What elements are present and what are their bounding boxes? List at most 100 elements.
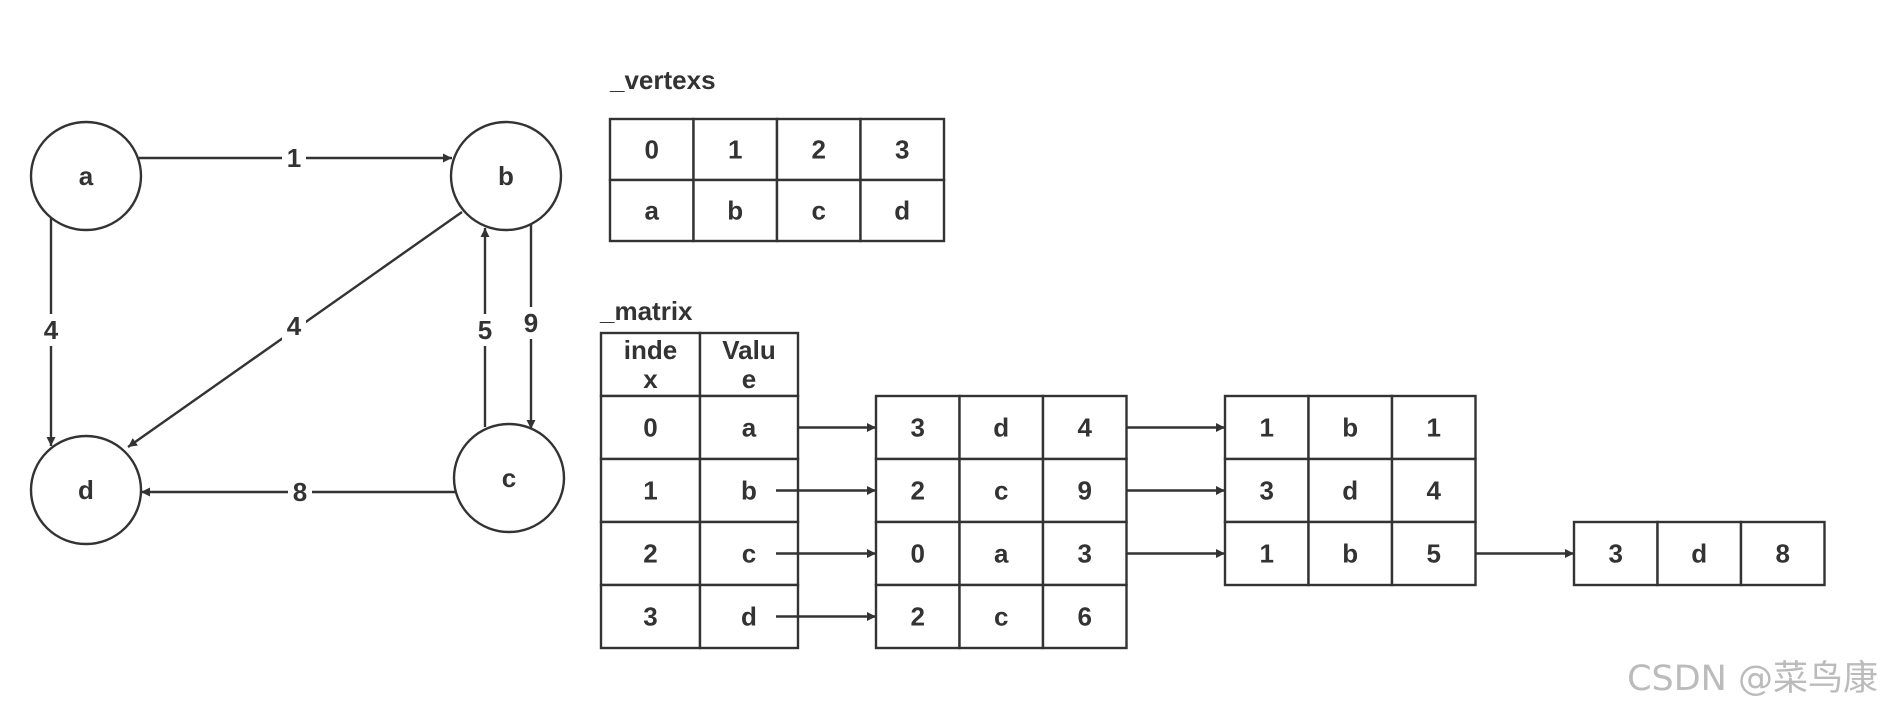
edge-list-node-cell (958, 394, 1045, 461)
matrix-index: 1 (643, 476, 657, 506)
edge-weight-bg (282, 310, 306, 342)
vertexs-value-cell (608, 178, 695, 243)
matrix-header-cell (599, 331, 702, 398)
edge-list-node-field: 0 (911, 539, 925, 569)
edge-list-node-field: d (1342, 476, 1358, 506)
edge-list-node-field: 3 (1260, 476, 1274, 506)
matrix-index-cell (599, 583, 702, 650)
edge-list-node-field: 3 (1609, 539, 1623, 569)
edge-weight-a-b: 1 (287, 143, 301, 173)
edge-list-node-field: 3 (1078, 539, 1092, 569)
edge-list-node: 3 d 4 (874, 394, 1128, 461)
edge-weight-bg (39, 314, 63, 346)
vertex-node-label: a (79, 161, 94, 191)
vertexs-value: d (894, 196, 910, 226)
edge-weight-a-d: 4 (44, 315, 59, 345)
edge-list-node-cell (1739, 520, 1826, 587)
edge-list-node-field: 8 (1776, 539, 1790, 569)
edge-list-node: 1 b 5 (1223, 520, 1477, 587)
matrix-value: c (742, 539, 756, 569)
edge-list-node: 3 d 8 (1572, 520, 1826, 587)
matrix-title: _matrix (599, 296, 693, 326)
matrix-value-cell (698, 394, 800, 461)
edge-list-node-field: c (994, 602, 1008, 632)
vertexs-index-cell (859, 117, 946, 182)
vertexs-index: 3 (895, 135, 909, 165)
vertexs-value-cell (692, 178, 779, 243)
edge-list-node: 2 c 6 (874, 583, 1128, 650)
edge-list-node-field: 4 (1078, 413, 1093, 443)
matrix-value: d (741, 602, 757, 632)
vertexs-index: 2 (812, 135, 826, 165)
edge-list-node-cell (1656, 520, 1743, 587)
edge-weight-b-d: 4 (287, 311, 302, 341)
edge-list-node-field: b (1342, 413, 1358, 443)
edge-list-node-field: 9 (1078, 476, 1092, 506)
edge-list-node-field: 5 (1427, 539, 1441, 569)
edge-list-node-cell (1572, 520, 1659, 587)
edge-weight-bg (519, 307, 543, 339)
edge-list-node-cell (1041, 394, 1128, 461)
vertexs-title: _vertexs (609, 65, 716, 95)
vertex-node-label: d (78, 475, 94, 505)
vertexs-index: 0 (645, 135, 659, 165)
matrix-index: 0 (643, 413, 657, 443)
vertexs-value-cell (859, 178, 946, 243)
edge-list-node: 1 b 1 (1223, 394, 1477, 461)
edge-list-node-field: a (994, 539, 1009, 569)
edge-list-node: 0 a 3 (874, 520, 1128, 587)
edge-list-node-cell (1307, 520, 1394, 587)
edge-list-node-cell (1307, 394, 1394, 461)
watermark: CSDN @菜鸟康 (1627, 659, 1878, 699)
vertexs-value: c (812, 196, 826, 226)
vertex-node-d (29, 434, 143, 546)
edge-list-node-field: 3 (911, 413, 925, 443)
edge-list-node-field: 2 (911, 602, 925, 632)
edge-list-node-field: 1 (1260, 539, 1274, 569)
matrix-value: a (742, 413, 757, 443)
edge-list-node-cell (874, 394, 961, 461)
vertexs-index-cell (608, 117, 695, 182)
edge-list-node-field: d (1691, 539, 1707, 569)
edge-weight-bg (288, 476, 312, 508)
vertexs-index: 1 (728, 135, 742, 165)
edge-list-node-cell (1390, 457, 1477, 524)
vertexs-index-cell (692, 117, 779, 182)
matrix-value: b (741, 476, 757, 506)
vertexs-value: a (645, 196, 660, 226)
edge-weight-c-d: 8 (293, 477, 307, 507)
edge-list-node-field: 6 (1078, 602, 1092, 632)
vertex-node-a (29, 120, 143, 232)
edge-list-node-field: d (993, 413, 1009, 443)
edge-weight-bg (282, 142, 306, 174)
edge-list-node-cell (1223, 520, 1310, 587)
edge-list-node-cell (1390, 520, 1477, 587)
edge-list-node-cell (1390, 394, 1477, 461)
matrix-index: 2 (643, 539, 657, 569)
vertex-node-c (452, 422, 566, 534)
matrix-index: 3 (643, 602, 657, 632)
edge-list-node-cell (958, 583, 1045, 650)
matrix-header-cell (698, 331, 800, 398)
matrix-index-cell (599, 520, 702, 587)
edge-list-node-cell (874, 520, 961, 587)
edge-weight-c-b: 5 (478, 315, 492, 345)
matrix-index-cell (599, 394, 702, 461)
edge-list-node-field: 1 (1427, 413, 1441, 443)
edge-list-node-cell (1041, 583, 1128, 650)
edge-list-node-field: b (1342, 539, 1358, 569)
edge-list-node-field: c (994, 476, 1008, 506)
vertex-node-label: b (498, 161, 514, 191)
vertexs-value: b (727, 196, 743, 226)
edge-weight-bg (473, 314, 497, 346)
vertex-node-b (449, 120, 563, 232)
edge-list-node-field: 1 (1260, 413, 1274, 443)
vertexs-array: _vertexs 0 a 1 b 2 c 3 d (608, 65, 946, 243)
